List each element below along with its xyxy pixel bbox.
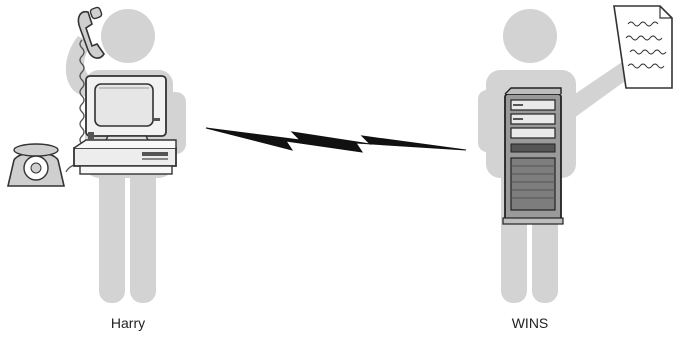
telephone-base-icon <box>8 144 64 186</box>
computer-icon <box>74 76 176 174</box>
harry-left-leg <box>99 165 125 303</box>
computer-shelf <box>80 166 172 174</box>
harry-right-leg <box>130 165 156 303</box>
lightning-bolt-icon <box>206 128 466 152</box>
label-wins: WINS <box>512 315 549 331</box>
harry-head <box>101 9 155 63</box>
wins-lower-arm <box>478 90 498 152</box>
wins-head <box>503 9 557 63</box>
monitor-screen <box>95 84 153 126</box>
server-tower-icon <box>503 88 563 224</box>
label-harry: Harry <box>111 315 145 331</box>
desktop-case <box>74 148 176 166</box>
